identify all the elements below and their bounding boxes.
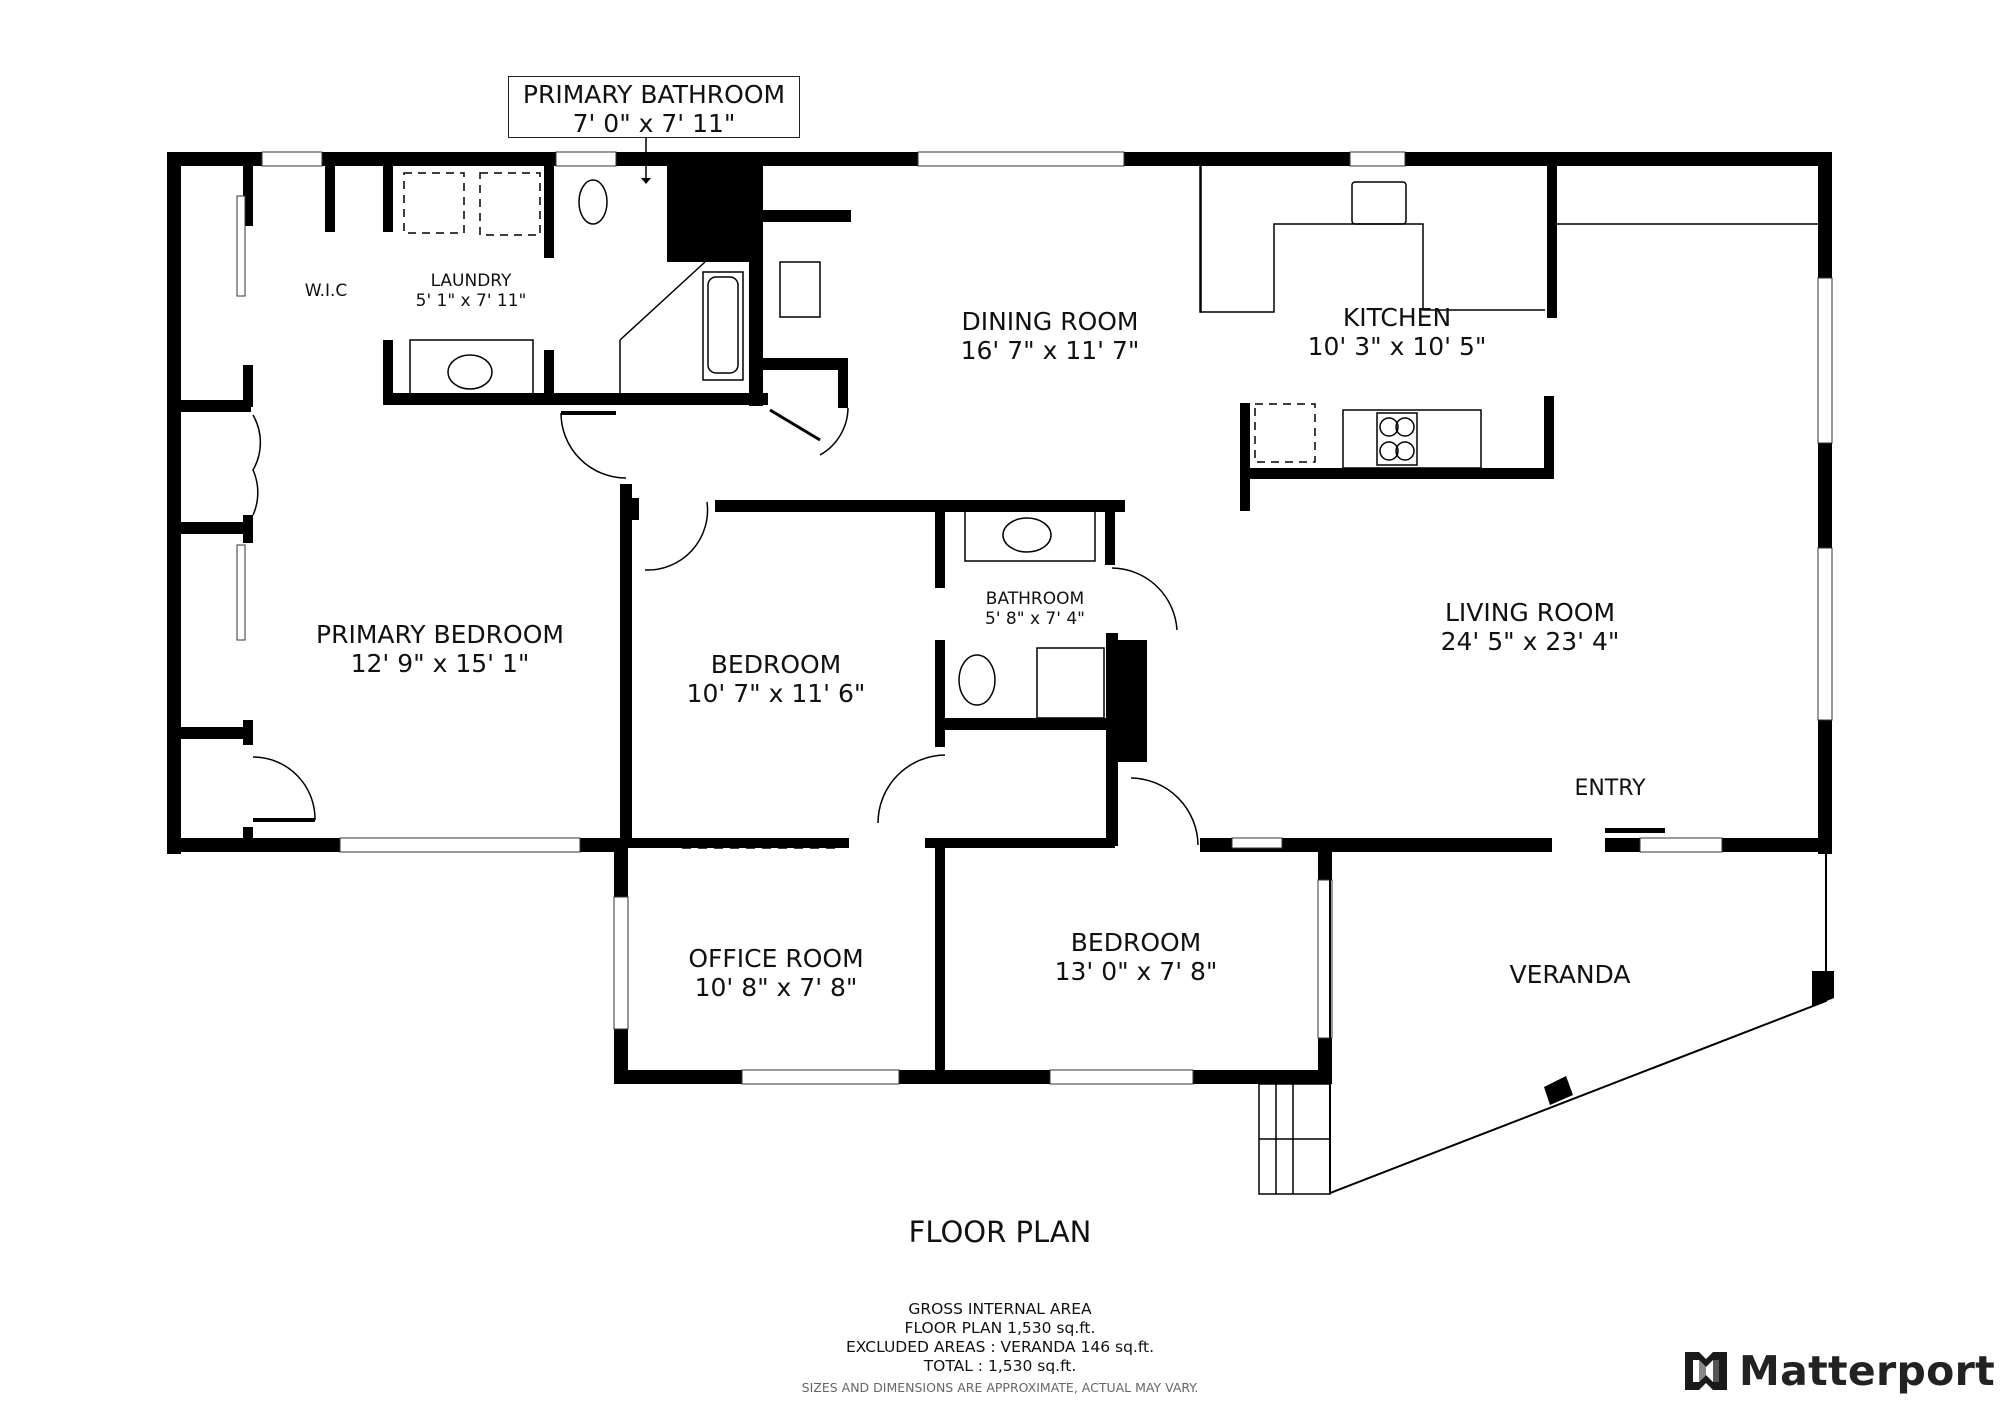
room-label-dining-room: DINING ROOM 16' 7" x 11' 7" [900,307,1200,366]
summary-floor-plan: FLOOR PLAN 1,530 sq.ft. [904,1319,1096,1337]
room-dims: 5' 8" x 7' 4" [985,608,1085,629]
room-name: PRIMARY BATHROOM [522,80,786,109]
room-name: KITCHEN [1342,303,1452,332]
room-label-bedroom-1: BEDROOM 10' 7" x 11' 6" [626,650,926,709]
room-name: PRIMARY BEDROOM [316,620,564,649]
room-name: BEDROOM [710,650,842,679]
room-name: ENTRY [1574,776,1646,801]
room-dims: 7' 0" x 7' 11" [572,108,736,138]
room-label-bathroom: BATHROOM 5' 8" x 7' 4" [950,589,1120,629]
room-name: BATHROOM [985,589,1085,609]
room-dims: 5' 1" x 7' 11" [415,290,527,311]
room-name: LAUNDRY [430,271,512,291]
summary-excluded: EXCLUDED AREAS : VERANDA 146 sq.ft. [845,1338,1155,1356]
room-label-laundry: LAUNDRY 5' 1" x 7' 11" [386,271,556,311]
room-label-kitchen: KITCHEN 10' 3" x 10' 5" [1247,303,1547,362]
room-name: LIVING ROOM [1444,598,1616,627]
veranda-outline [1258,852,1827,1195]
brand-name: Matterport [1739,1347,1996,1395]
matterport-logo-icon [1685,1352,1727,1390]
room-dims: 16' 7" x 11' 7" [960,335,1140,365]
room-label-office-room: OFFICE ROOM 10' 8" x 7' 8" [626,944,926,1003]
fixtures [252,165,1818,849]
room-dims: 12' 9" x 15' 1" [350,648,530,678]
area-summary: GROSS INTERNAL AREA FLOOR PLAN 1,530 sq.… [0,1300,2000,1397]
room-name: DINING ROOM [961,307,1139,336]
room-dims: 10' 8" x 7' 8" [694,972,858,1002]
room-label-entry: ENTRY [1510,776,1710,801]
room-name: W.I.C [304,281,348,301]
primary-bathroom-callout: PRIMARY BATHROOM 7' 0" x 7' 11" [508,76,800,138]
summary-heading: GROSS INTERNAL AREA [908,1300,1092,1318]
room-name: VERANDA [1509,960,1631,989]
room-label-wic: W.I.C [276,281,376,302]
room-dims: 24' 5" x 23' 4" [1440,626,1620,656]
room-label-living-room: LIVING ROOM 24' 5" x 23' 4" [1380,598,1680,657]
room-dims: 10' 3" x 10' 5" [1307,331,1487,361]
summary-disclaimer: SIZES AND DIMENSIONS ARE APPROXIMATE, AC… [801,1380,1199,1395]
room-dims: 10' 7" x 11' 6" [686,678,866,708]
summary-total: TOTAL : 1,530 sq.ft. [923,1357,1077,1375]
room-label-bedroom-2: BEDROOM 13' 0" x 7' 8" [986,928,1286,987]
windows [236,151,1833,1085]
room-name: BEDROOM [1070,928,1202,957]
callout-pointer-icon [641,138,651,184]
entry-door-icon [1605,828,1665,833]
room-label-veranda: VERANDA [1470,960,1670,990]
room-label-primary-bedroom: PRIMARY BEDROOM 12' 9" x 15' 1" [290,620,590,679]
floor-plan-title: FLOOR PLAN [908,1215,1092,1249]
room-name: OFFICE ROOM [688,944,864,973]
room-dims: 13' 0" x 7' 8" [1054,956,1218,986]
matterport-brand: Matterport [1683,1343,1995,1399]
